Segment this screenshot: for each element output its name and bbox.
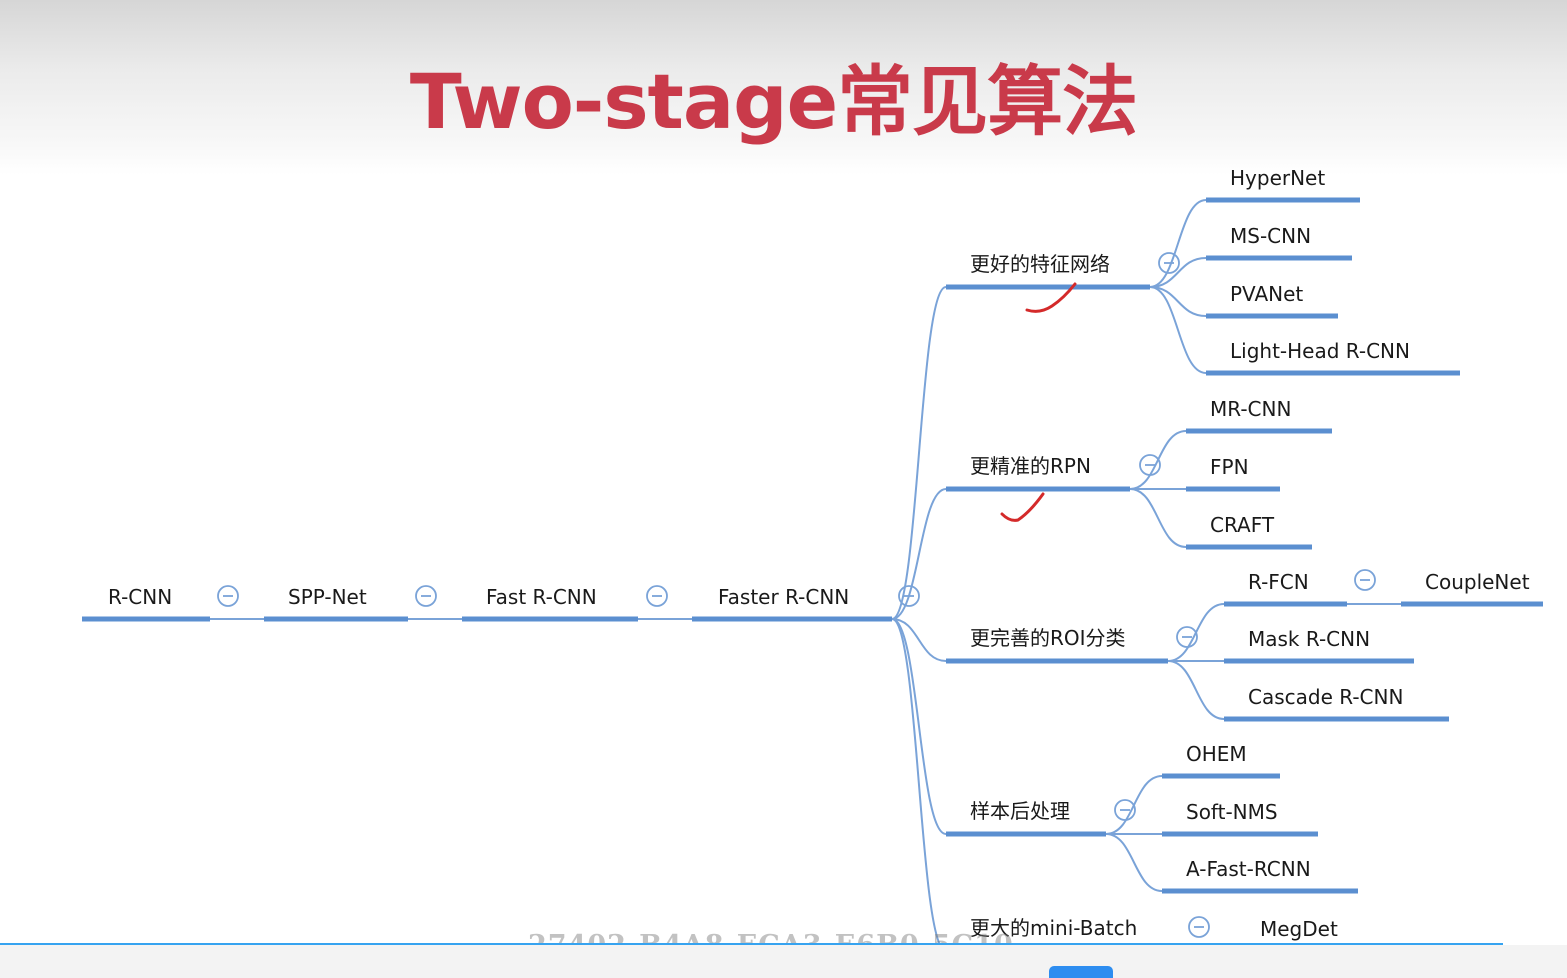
leaf-node-label: Mask R-CNN [1248,627,1370,651]
leaf-node-label: CRAFT [1210,513,1275,537]
slide-title: Two-stage常见算法 [409,57,1138,146]
branch-node-label: 更精准的RPN [970,454,1091,478]
chain-node-label: Fast R-CNN [486,585,597,609]
player-button[interactable] [1049,966,1113,978]
branch-connector [891,618,947,662]
leaf-node-label: MegDet [1260,917,1338,941]
leaf-connector [1129,430,1187,490]
collapse-toggle[interactable] [217,585,239,607]
branch-node-label: 样本后处理 [970,799,1070,823]
leaf-node-label: OHEM [1186,742,1247,766]
leaf-connector [1105,833,1163,892]
collapse-toggle[interactable] [415,585,437,607]
checkmark-annotation-icon [1000,492,1045,522]
leaf-node-label: R-FCN [1248,570,1309,594]
branch-node-label: 更大的mini-Batch [970,916,1137,940]
video-player-bar [0,945,1567,978]
leaf-node-label: Soft-NMS [1186,800,1278,824]
leaf-node-label: MS-CNN [1230,224,1311,248]
leaf-connector [1149,286,1207,374]
branch-node-label: 更完善的ROI分类 [970,626,1126,650]
leaf-connector [1167,603,1225,662]
leaf-node-label: HyperNet [1230,166,1325,190]
leaf-connector [1149,199,1207,288]
leaf-connector [1149,286,1207,317]
leaf-node-label: Light-Head R-CNN [1230,339,1410,363]
collapse-toggle[interactable] [1139,454,1161,476]
branch-connector [891,286,947,620]
leaf-connector [1129,488,1187,548]
leaf-connector [1105,775,1163,835]
chain-node-label: Faster R-CNN [718,585,849,609]
chain-node-label: SPP-Net [288,585,367,609]
leaf-node-label: MR-CNN [1210,397,1291,421]
leaf-node-label: A-Fast-RCNN [1186,857,1311,881]
player-progress-line [0,943,1503,945]
leaf-node-label: PVANet [1230,282,1303,306]
chain-node-label: R-CNN [108,585,172,609]
collapse-toggle[interactable] [1354,569,1376,591]
branch-connector [891,618,947,835]
leaf-node-label: CoupleNet [1425,570,1530,594]
leaf-node-label: FPN [1210,455,1249,479]
branch-node-label: 更好的特征网络 [970,252,1110,276]
branch-connector [891,488,947,620]
leaf-connector [1167,660,1225,720]
collapse-toggle[interactable] [1188,916,1210,938]
branch-connector [891,618,947,952]
leaf-node-label: Cascade R-CNN [1248,685,1403,709]
checkmark-annotation-icon [1025,282,1077,313]
collapse-toggle[interactable] [646,585,668,607]
leaf-connector [1149,257,1207,288]
